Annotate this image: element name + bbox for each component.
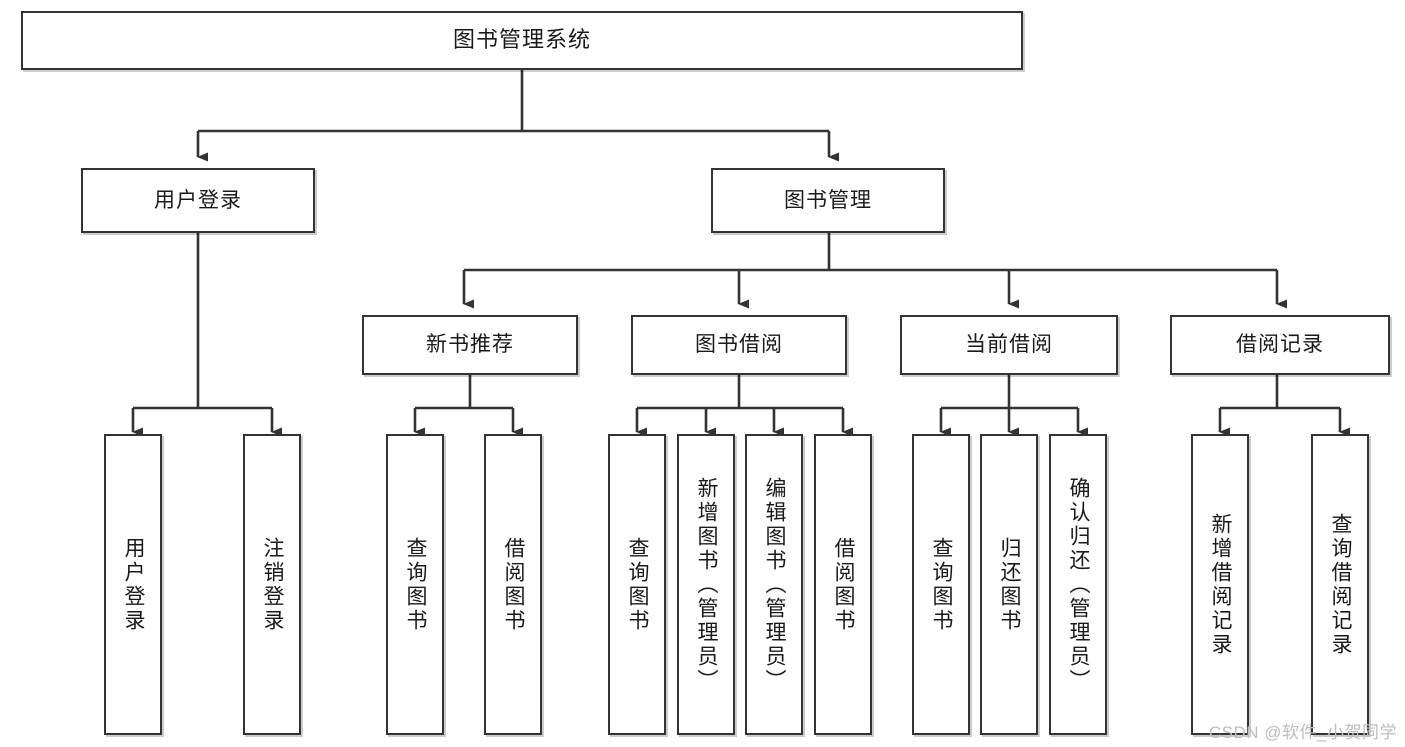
node-label: 用户登录	[122, 536, 146, 633]
node-label: 归还图书	[998, 536, 1022, 633]
node-label: 查询借阅记录	[1329, 512, 1353, 657]
node-label: 新增图书（管理员）	[695, 476, 719, 693]
node-book-management[interactable]: 图书管理	[711, 168, 945, 233]
node-new-book-recommend[interactable]: 新书推荐	[362, 315, 578, 375]
leaf-query-book-recommend[interactable]: 查询图书	[386, 434, 444, 735]
leaf-borrow-book-recommend[interactable]: 借阅图书	[484, 434, 542, 735]
node-book-borrow[interactable]: 图书借阅	[631, 315, 847, 375]
node-label: 查询图书	[404, 536, 428, 633]
node-label: 图书借阅	[695, 333, 783, 357]
leaf-query-book-borrow[interactable]: 查询图书	[608, 434, 666, 735]
leaf-add-book-admin[interactable]: 新增图书（管理员）	[677, 434, 735, 735]
node-label: 新书推荐	[426, 333, 514, 357]
node-user-login[interactable]: 用户登录	[81, 168, 315, 233]
node-label: 编辑图书（管理员）	[763, 476, 787, 693]
watermark-text: CSDN @软件_小贺同学	[1208, 723, 1397, 742]
node-label: 图书管理系统	[452, 27, 591, 53]
node-label: 查询图书	[930, 536, 954, 633]
leaf-edit-book-admin[interactable]: 编辑图书（管理员）	[745, 434, 803, 735]
node-label: 注销登录	[261, 536, 285, 633]
leaf-add-borrow-record[interactable]: 新增借阅记录	[1191, 434, 1249, 735]
node-label: 借阅图书	[502, 536, 526, 633]
leaf-return-book[interactable]: 归还图书	[980, 434, 1038, 735]
node-label: 当前借阅	[965, 333, 1053, 357]
node-borrow-record[interactable]: 借阅记录	[1170, 315, 1390, 375]
node-label: 查询图书	[626, 536, 650, 633]
leaf-confirm-return-admin[interactable]: 确认归还（管理员）	[1049, 434, 1107, 735]
leaf-query-borrow-record[interactable]: 查询借阅记录	[1311, 434, 1369, 735]
node-label: 用户登录	[154, 188, 242, 212]
leaf-user-logout[interactable]: 注销登录	[243, 434, 301, 735]
node-label: 借阅记录	[1236, 333, 1324, 357]
leaf-query-book-current[interactable]: 查询图书	[912, 434, 970, 735]
node-root-system[interactable]: 图书管理系统	[21, 11, 1023, 70]
leaf-user-login[interactable]: 用户登录	[104, 434, 162, 735]
leaf-borrow-book[interactable]: 借阅图书	[814, 434, 872, 735]
node-label: 新增借阅记录	[1209, 512, 1233, 657]
node-label: 图书管理	[784, 188, 872, 212]
node-current-borrow[interactable]: 当前借阅	[900, 315, 1118, 375]
node-label: 确认归还（管理员）	[1067, 476, 1091, 693]
node-label: 借阅图书	[832, 536, 856, 633]
